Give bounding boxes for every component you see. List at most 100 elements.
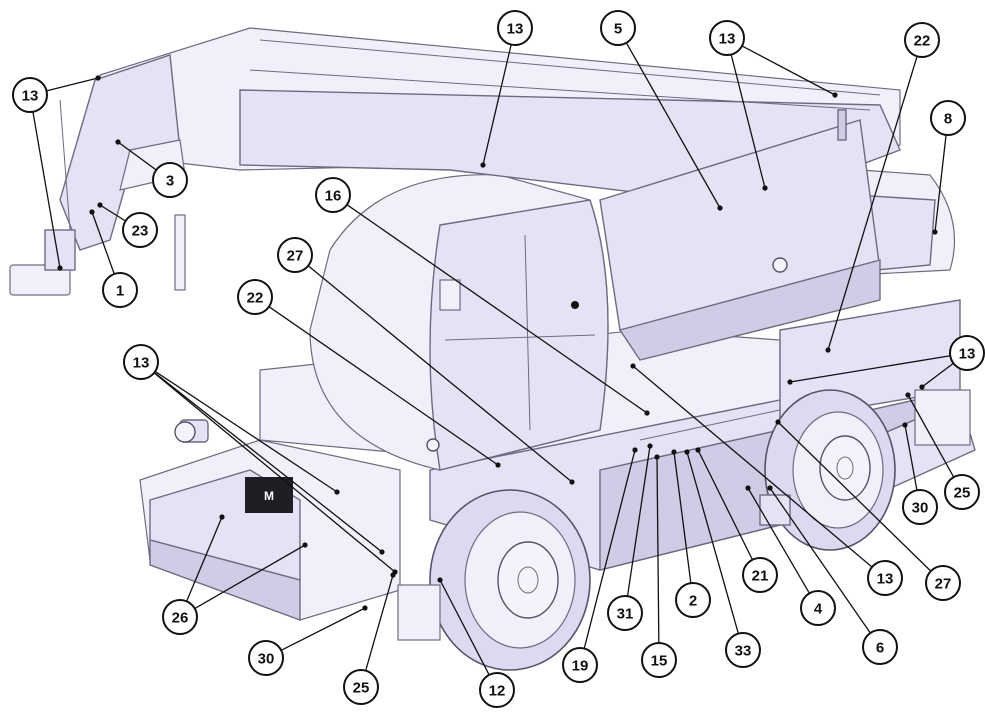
callout-number: 3: [166, 173, 174, 190]
leader-line: [789, 355, 951, 383]
callout-21: 21: [695, 447, 778, 593]
callout-2: 2: [671, 449, 711, 618]
callout-22: 22: [237, 279, 501, 468]
callout-3: 3: [115, 139, 188, 198]
callout-number: 13: [133, 355, 150, 372]
leader-line: [185, 516, 223, 602]
callout-circle: [497, 10, 533, 46]
callout-13: 13: [787, 335, 985, 390]
leader-dot: [695, 447, 701, 453]
callout-number: 13: [719, 31, 736, 48]
callout-circle: [162, 599, 198, 635]
callout-number: 30: [912, 500, 929, 517]
callout-number: 27: [287, 248, 304, 265]
callout-number: 13: [507, 21, 524, 38]
leader-dot: [630, 363, 636, 369]
callout-13: 13: [630, 363, 903, 596]
callout-number: 15: [651, 653, 668, 670]
leader-line: [280, 607, 366, 651]
callout-circle: [944, 474, 980, 510]
callout-number: 13: [877, 571, 894, 588]
callout-number: 21: [752, 568, 769, 585]
leader-dot: [495, 462, 501, 468]
callout-number: 13: [22, 88, 39, 105]
leader-line: [117, 141, 157, 171]
leader-dot: [684, 449, 690, 455]
callout-circle: [479, 672, 515, 708]
callout-circle: [925, 565, 961, 601]
callout-circle: [123, 344, 159, 380]
leader-line: [697, 449, 754, 561]
callout-number: 26: [172, 610, 189, 627]
callout-circle: [248, 640, 284, 676]
leader-line: [921, 362, 954, 388]
callout-number: 25: [353, 680, 370, 697]
callout-circle: [122, 212, 158, 248]
leader-dot: [219, 514, 225, 520]
callout-6: 6: [767, 485, 898, 665]
leader-line: [827, 56, 918, 351]
callout-27: 27: [277, 237, 575, 485]
leader-line: [439, 579, 490, 676]
leader-line: [741, 45, 836, 96]
callout-4: 4: [745, 485, 836, 626]
callout-circle: [315, 177, 351, 213]
callout-23: 23: [97, 202, 158, 248]
wheel-front-right: [764, 389, 896, 551]
callout-number: 23: [132, 223, 149, 240]
callout-13: 13: [12, 75, 101, 271]
callout-circle: [709, 20, 745, 56]
leader-line: [934, 134, 947, 233]
leader-line: [346, 204, 648, 414]
callout-number: 1: [116, 283, 124, 300]
leader-dot: [379, 549, 385, 555]
callout-circle: [930, 100, 966, 136]
callout-19: 19: [562, 447, 638, 683]
callout-25: 25: [343, 572, 396, 705]
leader-dot: [902, 422, 908, 428]
callout-13: 13: [709, 20, 838, 191]
leader-dot: [717, 205, 723, 211]
callout-1: 1: [89, 209, 138, 308]
leader-dot: [390, 572, 396, 578]
callout-circle: [600, 10, 636, 46]
callout-33: 33: [684, 449, 761, 668]
leader-dot: [115, 139, 121, 145]
callout-number: 22: [247, 290, 264, 307]
leader-dot: [919, 384, 925, 390]
leader-dot: [647, 443, 653, 449]
callout-circle: [277, 237, 313, 273]
leader-line: [632, 365, 873, 568]
callout-8: 8: [930, 100, 966, 235]
leader-line: [686, 451, 739, 634]
callout-25: 25: [905, 392, 980, 510]
callout-number: 31: [617, 606, 634, 623]
callout-circle: [343, 669, 379, 705]
leader-line: [747, 487, 810, 594]
boom-head: [9, 54, 186, 296]
leader-dot: [57, 265, 63, 271]
leader-line: [99, 204, 126, 222]
callout-circle: [562, 647, 598, 683]
callout-circle: [237, 279, 273, 315]
callout-number: 25: [954, 485, 971, 502]
leader-line: [673, 451, 692, 584]
leader-dot: [89, 209, 95, 215]
leader-line: [482, 44, 512, 166]
leader-line: [769, 487, 871, 634]
leader-dot: [762, 185, 768, 191]
leader-dot: [787, 379, 793, 385]
leader-line: [194, 544, 306, 610]
callout-30: 30: [902, 422, 938, 525]
leader-line: [307, 265, 573, 483]
leader-line: [626, 445, 651, 597]
leader-dot: [644, 410, 650, 416]
leader-line: [625, 42, 721, 209]
leader-line: [46, 77, 99, 92]
callout-circle: [152, 162, 188, 198]
front-pads: [397, 389, 971, 641]
callout-number: 13: [959, 346, 976, 363]
callout-13: 13: [123, 344, 398, 575]
wheel-front-left: [429, 489, 591, 671]
